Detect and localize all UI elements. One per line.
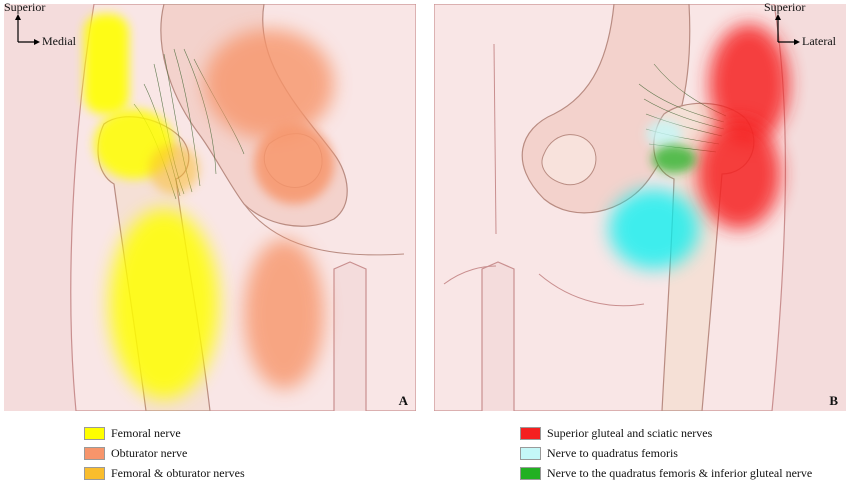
legend-item-superior-gluteal-sciatic: Superior gluteal and sciatic nerves	[520, 423, 812, 443]
superior-label: Superior	[4, 0, 46, 14]
gluteal-fold-right	[538, 273, 645, 307]
legend-swatch	[520, 426, 541, 440]
superior-gluteal-sciatic-zone-upper	[709, 24, 789, 144]
obturator-nerve-zone-upper	[204, 29, 334, 139]
legend-swatch	[520, 466, 541, 480]
femoral-nerve-zone-thigh	[109, 209, 219, 399]
quadratus-femoris-nerve-zone-capsule	[646, 120, 682, 148]
legend-item-femoral-obturator: Femoral & obturator nerves	[84, 463, 245, 483]
legend-label: Nerve to quadratus femoris	[547, 445, 678, 460]
legend-item-femoral: Femoral nerve	[84, 423, 245, 443]
orientation-arrows-icon	[775, 14, 800, 45]
legend-label: Femoral nerve	[111, 425, 181, 440]
lateral-label: Lateral	[802, 34, 836, 48]
superior-gluteal-sciatic-zone-lower	[697, 119, 781, 229]
panel-letter-a: A	[398, 393, 408, 408]
medial-label: Medial	[42, 34, 76, 48]
gluteal-cleft	[493, 43, 497, 235]
legend-item-obturator: Obturator nerve	[84, 443, 245, 463]
panel-b-posterior-view: B	[434, 4, 846, 411]
obturator-nerve-zone-thigh	[244, 239, 324, 389]
legend-swatch	[84, 466, 105, 480]
legend-label: Nerve to the quadratus femoris & inferio…	[547, 465, 813, 480]
legend-item-quadratus-inferior-gluteal: Nerve to the quadratus femoris & inferio…	[520, 463, 812, 483]
orientation-arrows-icon	[15, 14, 40, 45]
legend-swatch	[520, 446, 541, 460]
legend-item-quadratus-femoris: Nerve to quadratus femoris	[520, 443, 812, 463]
panel-letter-b: B	[829, 393, 838, 408]
gluteal-fold-left	[443, 265, 497, 285]
legend-label: Obturator nerve	[111, 445, 188, 460]
anterior-hip-illustration	[4, 4, 416, 411]
obturator-nerve-zone-foramen	[254, 124, 334, 204]
obturator-foramen	[541, 134, 597, 186]
quadratus-femoris-nerve-zone	[609, 189, 699, 269]
quadratus-inferior-gluteal-zone	[652, 145, 696, 173]
femoral-nerve-zone-upper	[84, 14, 129, 114]
femoral-obturator-overlap-zone	[149, 144, 199, 194]
legend-right: Superior gluteal and sciatic nerves Nerv…	[520, 423, 812, 483]
posterior-hip-illustration	[434, 4, 846, 411]
panel-a-anterior-view: A	[4, 4, 416, 411]
legend-swatch	[84, 446, 105, 460]
legend-label: Superior gluteal and sciatic nerves	[547, 425, 713, 440]
legend-label: Femoral & obturator nerves	[111, 465, 245, 480]
legend-swatch	[84, 426, 105, 440]
superior-label: Superior	[764, 0, 806, 14]
pubic-line	[243, 203, 405, 256]
legend-left: Femoral nerve Obturator nerve Femoral & …	[84, 423, 245, 483]
